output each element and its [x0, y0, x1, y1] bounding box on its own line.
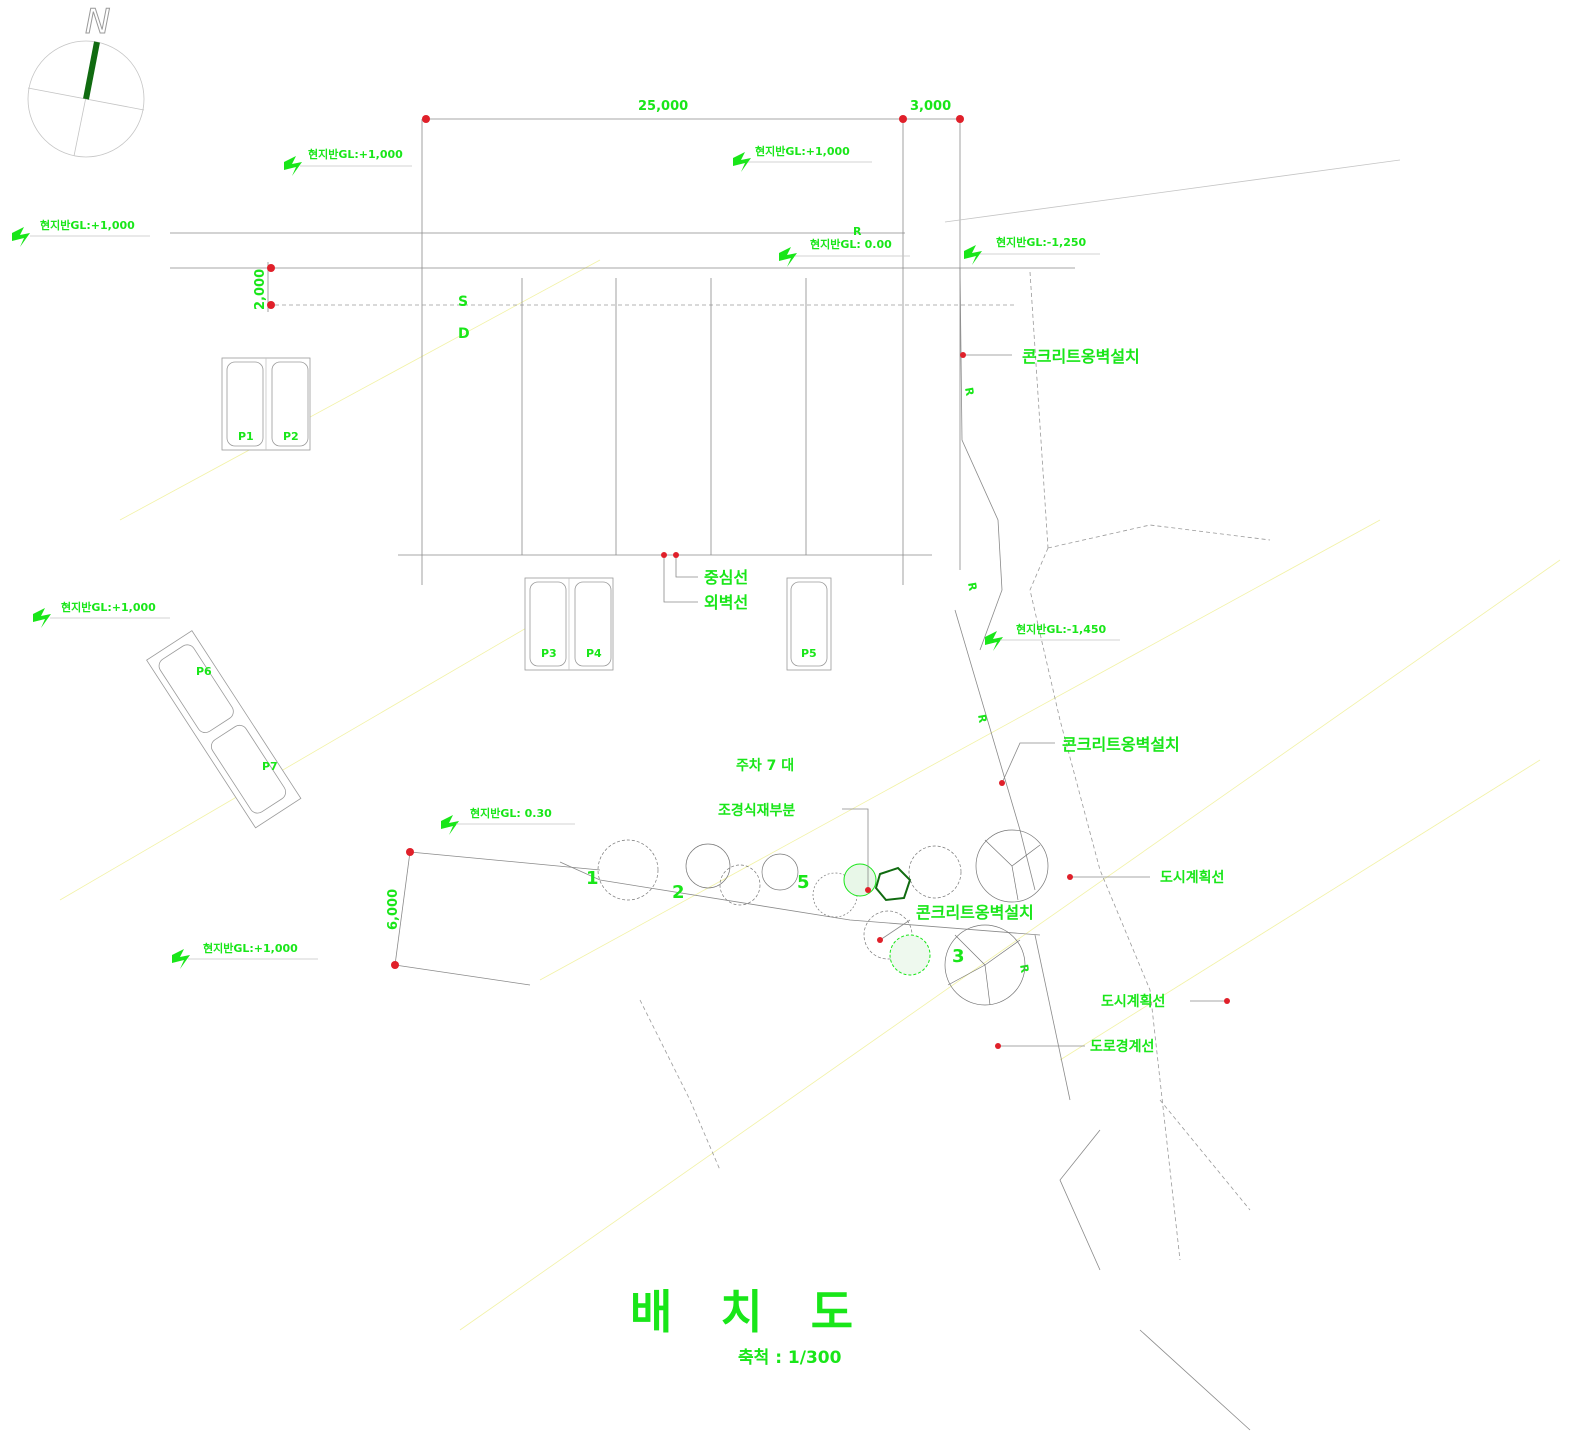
parking-label: P7	[262, 760, 278, 773]
level-marker-icon	[733, 152, 872, 172]
label-centerline: 중심선	[704, 568, 748, 587]
ground-level-markers: 현지반GL:+1,000 현지반GL:+1,000 현지반GL:+1,000 현…	[12, 144, 1120, 969]
marker-r4: R	[1017, 963, 1031, 974]
gl-label-4: 현지반GL: 0.00	[810, 237, 892, 251]
level-marker-icon	[12, 227, 150, 247]
gl-label-3: 현지반GL:+1,000	[40, 218, 135, 232]
parking-label: P4	[586, 647, 602, 660]
label-road-boundary: 도로경계선	[1090, 1038, 1154, 1055]
marker-r2: R	[965, 581, 979, 592]
north-compass-icon: N	[27, 2, 145, 158]
level-marker-icon	[964, 245, 1100, 265]
drawing-scale: 축척 : 1/300	[738, 1348, 842, 1368]
tree-number-2: 2	[672, 882, 685, 903]
top-dimension-lines: 25,000 3,000	[421, 99, 964, 585]
marker-r3: R	[975, 713, 989, 724]
level-marker-icon	[441, 815, 575, 835]
leader-lines	[661, 352, 1230, 1049]
site-lines: 2,000 6,000	[170, 159, 1401, 1431]
dim-width-main: 25,000	[638, 99, 688, 114]
drawing-title: 배 치 도	[630, 1285, 853, 1339]
parking-label: P6	[196, 665, 212, 678]
label-landscaping: 조경식재부분	[718, 802, 795, 819]
level-marker-icon	[985, 631, 1120, 651]
label-city-plan-line-1: 도시계획선	[1160, 869, 1224, 886]
dim-width-side: 3,000	[910, 99, 951, 114]
tree-number-5: 5	[797, 872, 810, 893]
marker-d: D	[458, 326, 470, 342]
gl-label-6: 현지반GL:+1,000	[61, 600, 156, 614]
label-outer-wall-line: 외벽선	[704, 593, 748, 612]
marker-r1: R	[962, 386, 976, 397]
label-concrete-wall-3: 콘크리트옹벽설치	[916, 903, 1034, 922]
level-marker-icon	[284, 156, 412, 176]
level-marker-icon	[33, 608, 170, 628]
gl-label-2: 현지반GL:+1,000	[755, 144, 850, 158]
dim-bottom-height: 6,000	[386, 889, 401, 930]
gl-label-1: 현지반GL:+1,000	[308, 147, 403, 161]
gl-label-5: 현지반GL:-1,250	[996, 235, 1087, 249]
parking-label: P2	[283, 430, 299, 443]
label-concrete-wall-1: 콘크리트옹벽설치	[1022, 347, 1140, 366]
level-marker-icon	[172, 949, 318, 969]
parking-spaces: P1 P2 P3 P4 P5 P6 P7	[146, 357, 832, 829]
marker-s: S	[458, 294, 468, 310]
marker-r-top: R	[853, 225, 862, 238]
label-parking-total: 주차 7 대	[736, 758, 794, 774]
level-marker-icon	[779, 247, 910, 267]
gl-label-8: 현지반GL: 0.30	[470, 806, 552, 820]
gl-label-7: 현지반GL:-1,450	[1016, 622, 1107, 636]
parking-label: P1	[238, 430, 254, 443]
label-city-plan-line-2: 도시계획선	[1101, 993, 1165, 1010]
tree-number-3: 3	[952, 946, 965, 967]
gl-label-9: 현지반GL:+1,000	[203, 941, 298, 955]
parking-label: P5	[801, 647, 817, 660]
north-label: N	[85, 2, 110, 42]
label-concrete-wall-2: 콘크리트옹벽설치	[1062, 735, 1180, 754]
tree-number-1: 1	[586, 868, 599, 889]
parking-label: P3	[541, 647, 557, 660]
faint-guide-lines	[59, 259, 1561, 1331]
dim-setback: 2,000	[253, 269, 268, 310]
